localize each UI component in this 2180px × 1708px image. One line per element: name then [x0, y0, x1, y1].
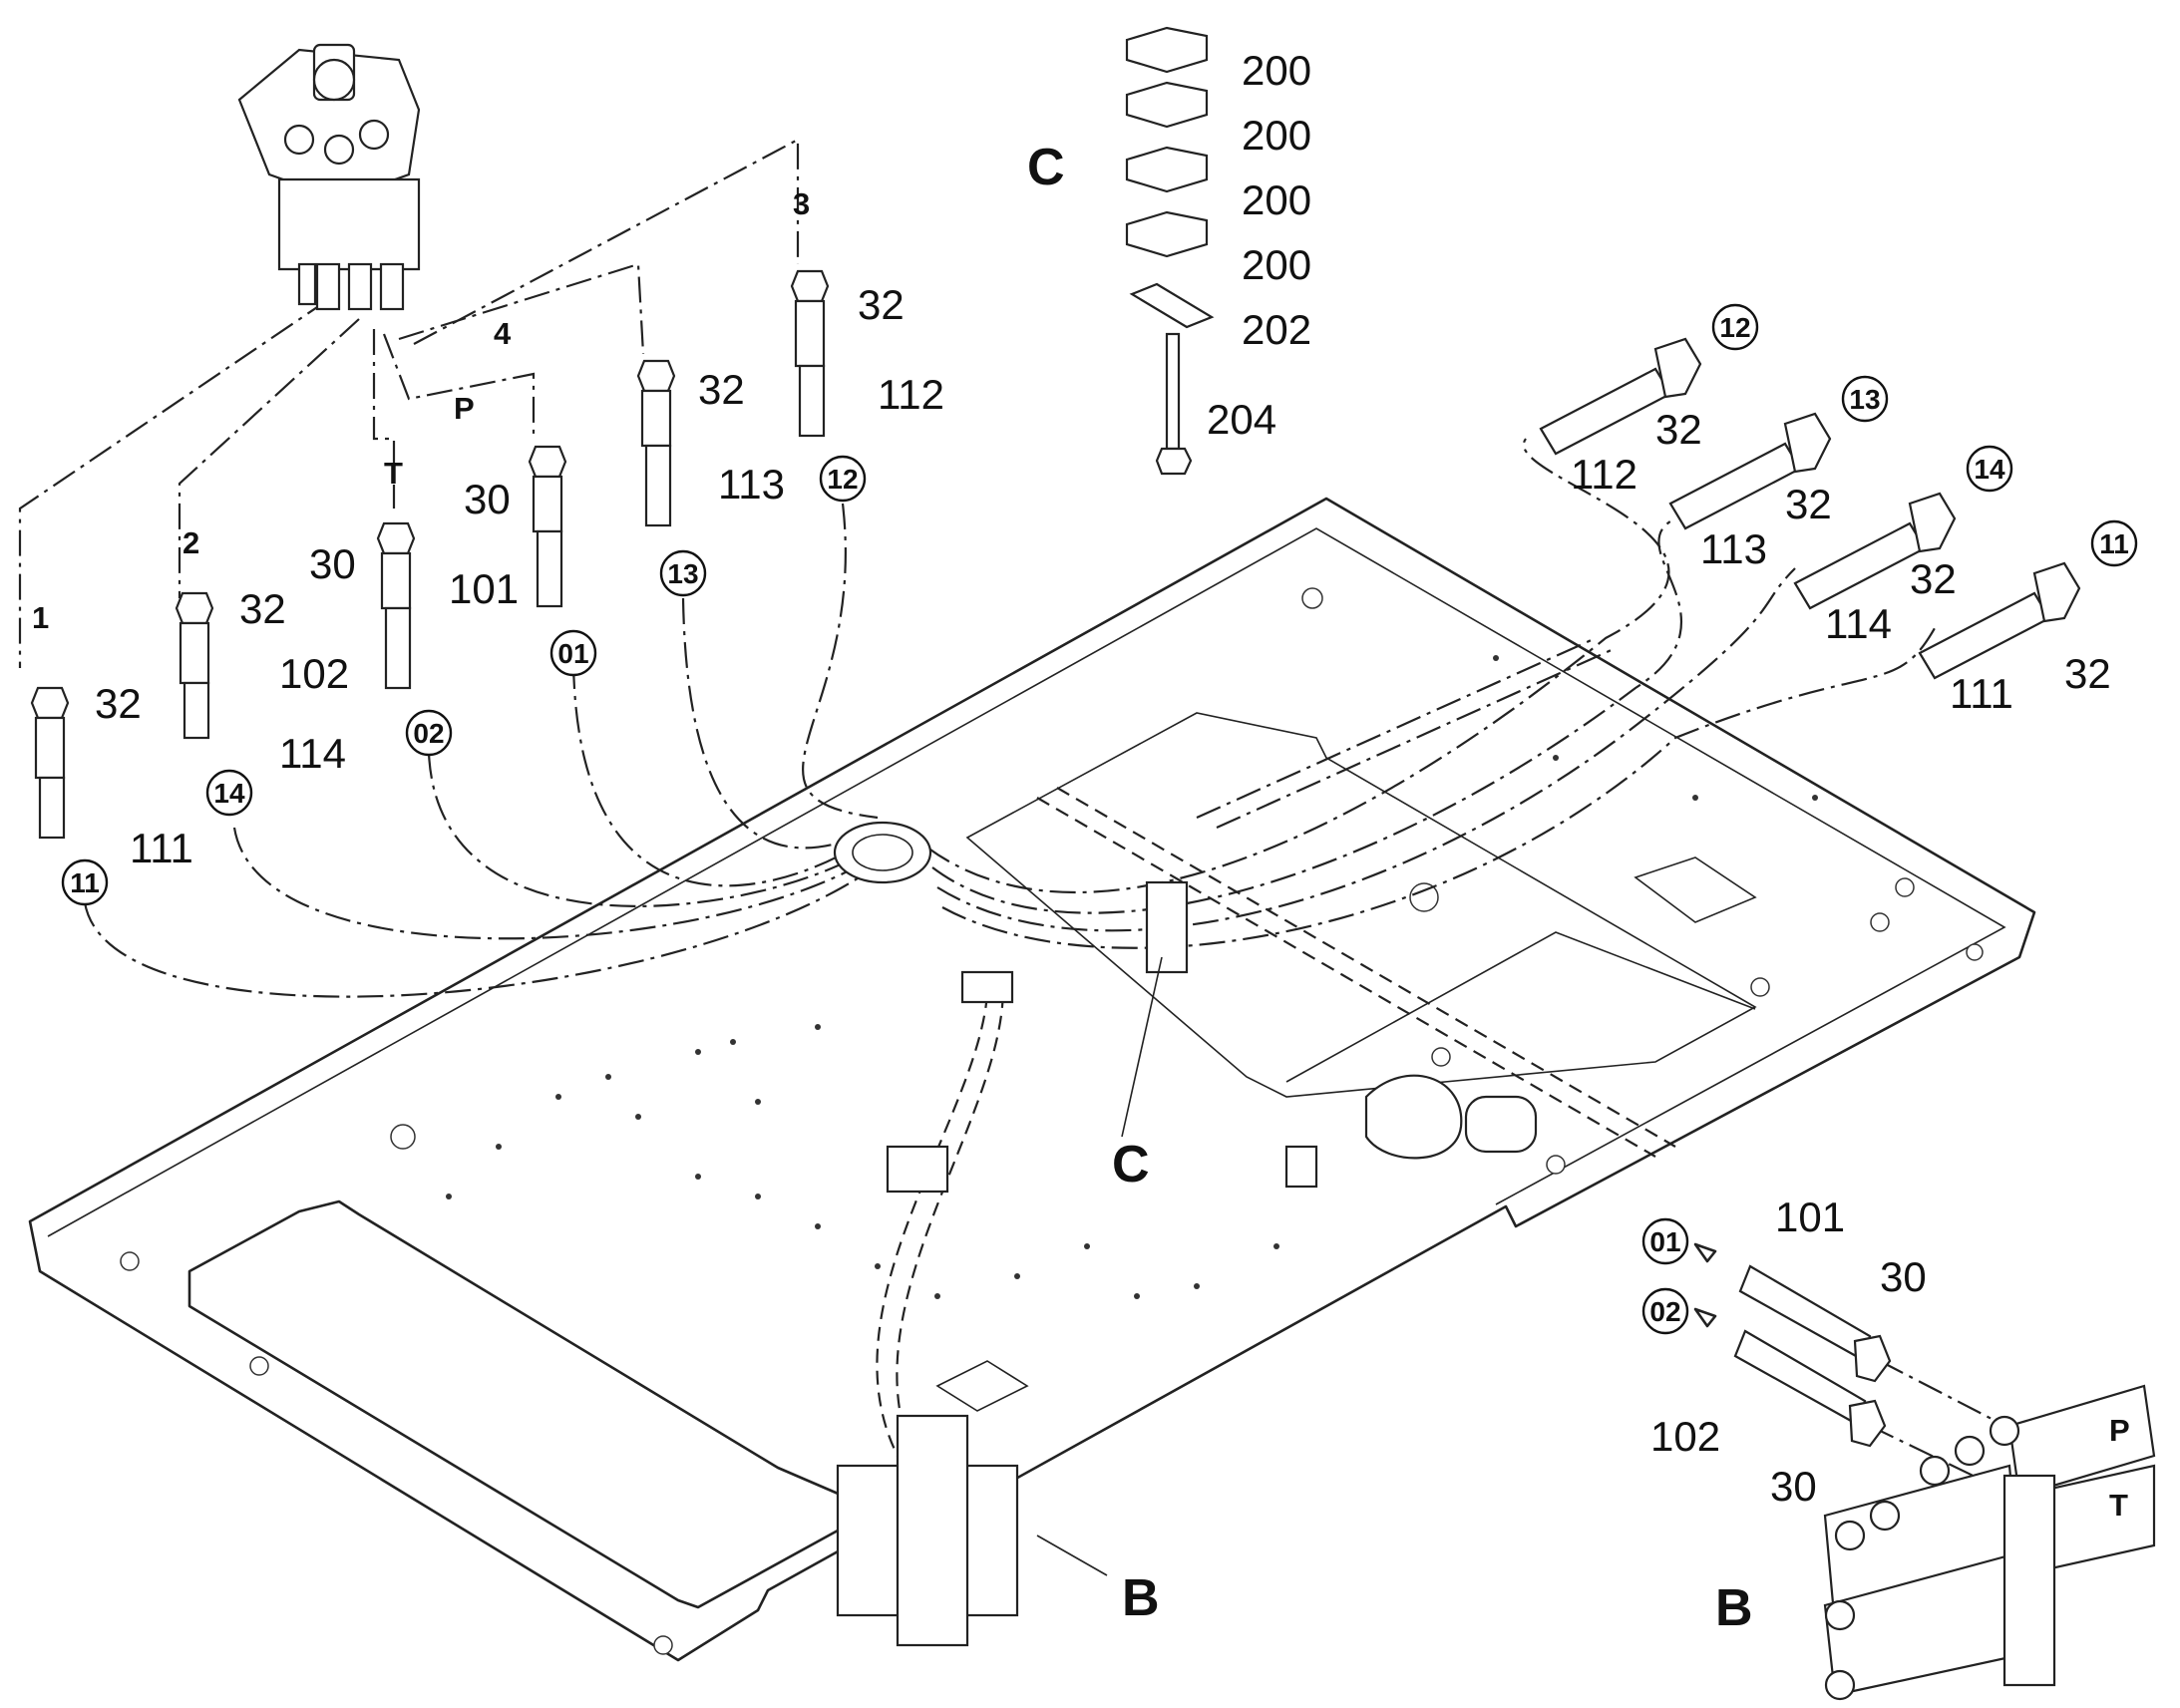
right-nut-label-4: 32 [2064, 650, 2111, 697]
labels: C 200 200 200 200 202 204 1 2 T P 4 3 32… [32, 47, 2130, 1637]
nut-label-T: 30 [309, 540, 356, 587]
detail-b-hose-101: 101 [1775, 1194, 1845, 1240]
hose-label-111: 111 [130, 825, 193, 871]
right-nut-label-1: 32 [1655, 406, 1702, 453]
plate-holes [120, 587, 1984, 1655]
port-P-label: P [454, 391, 475, 426]
right-hose-label-111: 111 [1950, 670, 2013, 717]
svg-text:12: 12 [1719, 312, 1750, 343]
detail-b-block [1693, 1242, 2156, 1701]
port-1-label: 1 [32, 600, 49, 635]
callout-c: C [1112, 1136, 1150, 1194]
detail-b-hose-102: 102 [1650, 1413, 1720, 1460]
detail-b-port-P: P [2109, 1413, 2130, 1448]
nut-label-2: 32 [239, 585, 286, 632]
nut-label-4: 32 [698, 366, 745, 413]
center-clamp [833, 821, 1538, 1647]
right-fittings [1539, 337, 2081, 680]
right-nut-label-2: 32 [1785, 481, 1832, 527]
svg-text:02: 02 [1649, 1296, 1680, 1327]
detail-b-nut-30-b: 30 [1770, 1463, 1817, 1510]
svg-text:11: 11 [2099, 528, 2129, 559]
svg-text:12: 12 [827, 464, 858, 495]
svg-text:11: 11 [70, 867, 100, 898]
nut-label-3: 32 [858, 281, 905, 328]
svg-text:01: 01 [1649, 1226, 1680, 1257]
detail-b-port-T: T [2109, 1488, 2128, 1523]
pilot-valve [237, 43, 421, 311]
svg-text:01: 01 [557, 638, 588, 669]
part-202: 202 [1242, 306, 1311, 353]
circle-id-01-left [549, 629, 597, 677]
clamp-stack [1125, 26, 1215, 476]
part-200-d: 200 [1242, 241, 1311, 288]
nut-label-1: 32 [95, 680, 142, 727]
circle-id-13-right [1841, 375, 1889, 423]
circle-id-11-left [61, 858, 109, 906]
hose-routes [18, 138, 2025, 1497]
hose-label-102: 102 [279, 650, 349, 697]
part-200-b: 200 [1242, 112, 1311, 159]
fitting-port-2 [175, 591, 214, 740]
port-T-label: T [384, 456, 403, 491]
circle-id-01-detail [1641, 1217, 1689, 1265]
fitting-port-P [528, 445, 567, 608]
fitting-port-T [376, 521, 416, 690]
callout-b: B [1122, 1569, 1160, 1627]
circle-id-02-left [405, 709, 453, 757]
circle-id-13-left [659, 549, 707, 597]
nut-label-P: 30 [464, 476, 511, 522]
circle-ids: 11 14 02 01 13 12 12 13 14 11 01 02 [61, 303, 2138, 1335]
port-2-label: 2 [182, 525, 199, 560]
detail-b-nut-30-a: 30 [1880, 1253, 1927, 1300]
svg-text:13: 13 [667, 558, 698, 589]
left-fittings [30, 269, 830, 840]
circle-id-12-right [1711, 303, 1759, 351]
part-200-c: 200 [1242, 176, 1311, 223]
circle-id-11-right [2090, 519, 2138, 567]
port-3-label: 3 [793, 186, 810, 221]
circle-id-12-left [819, 455, 867, 503]
detail-b-title: B [1715, 1579, 1753, 1637]
circle-id-14-left [205, 769, 253, 817]
right-hose-label-112: 112 [1571, 451, 1637, 498]
svg-text:14: 14 [1974, 454, 2005, 485]
plate-opening [965, 712, 1757, 1098]
hose-label-112: 112 [878, 371, 944, 418]
circle-id-02-detail [1641, 1287, 1689, 1335]
hose-label-101: 101 [449, 565, 519, 612]
right-hose-label-114: 114 [1825, 600, 1892, 647]
part-204: 204 [1207, 396, 1276, 443]
port-4-label: 4 [494, 316, 512, 351]
fitting-port-4 [636, 359, 676, 527]
group-c-title: C [1027, 139, 1065, 196]
circle-id-14-right [1966, 445, 2013, 493]
right-hose-label-113: 113 [1700, 525, 1767, 572]
fitting-port-1 [30, 686, 70, 840]
svg-text:13: 13 [1849, 384, 1880, 415]
fitting-port-3 [790, 269, 830, 438]
hose-label-113: 113 [718, 461, 785, 508]
plate-cutout [187, 1199, 860, 1609]
hose-label-114: 114 [279, 730, 346, 777]
part-200-a: 200 [1242, 47, 1311, 94]
svg-text:02: 02 [413, 718, 444, 749]
svg-text:14: 14 [213, 778, 245, 809]
leader-lines [1036, 956, 1163, 1576]
right-nut-label-3: 32 [1910, 555, 1957, 602]
